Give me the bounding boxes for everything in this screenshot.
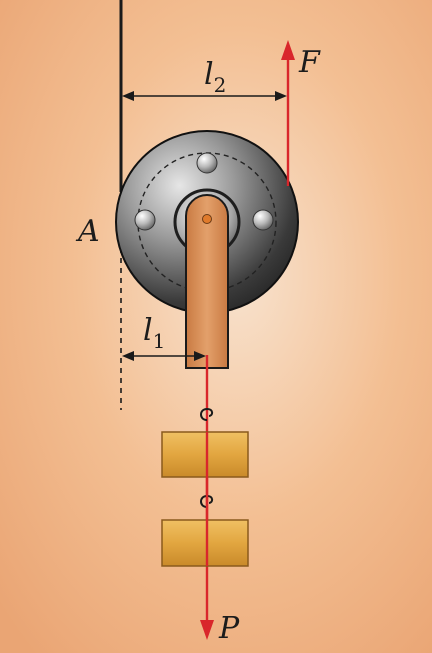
arrow-p-icon [200, 620, 214, 640]
hook-upper-icon [200, 407, 214, 421]
bracket [185, 194, 229, 369]
label-l1-letter: l [143, 313, 153, 348]
label-l2-index: 2 [214, 73, 227, 97]
dimension-l1: l1 [122, 313, 206, 361]
dim-l1-arrow-right-icon [194, 351, 206, 361]
bolt-left [134, 209, 156, 231]
dim-l2-arrow-left-icon [122, 91, 134, 101]
bolt-right [252, 209, 274, 231]
label-l2: l2 [204, 57, 226, 97]
dim-l2-arrow-right-icon [275, 91, 287, 101]
weight-upper [161, 431, 249, 478]
bolt-top [196, 152, 218, 174]
label-l2-letter: l [204, 57, 214, 92]
label-p: P [218, 611, 240, 646]
bracket-body [185, 194, 229, 369]
dim-l1-arrow-left-icon [122, 351, 134, 361]
weight-lower [161, 519, 249, 567]
label-f: F [298, 45, 321, 80]
bracket-pin [202, 214, 212, 224]
dimension-l2: l2 [122, 57, 287, 101]
label-l1-index: 1 [153, 329, 166, 353]
label-a: A [75, 214, 100, 249]
label-l1: l1 [143, 313, 165, 353]
arrow-f-icon [281, 40, 295, 60]
